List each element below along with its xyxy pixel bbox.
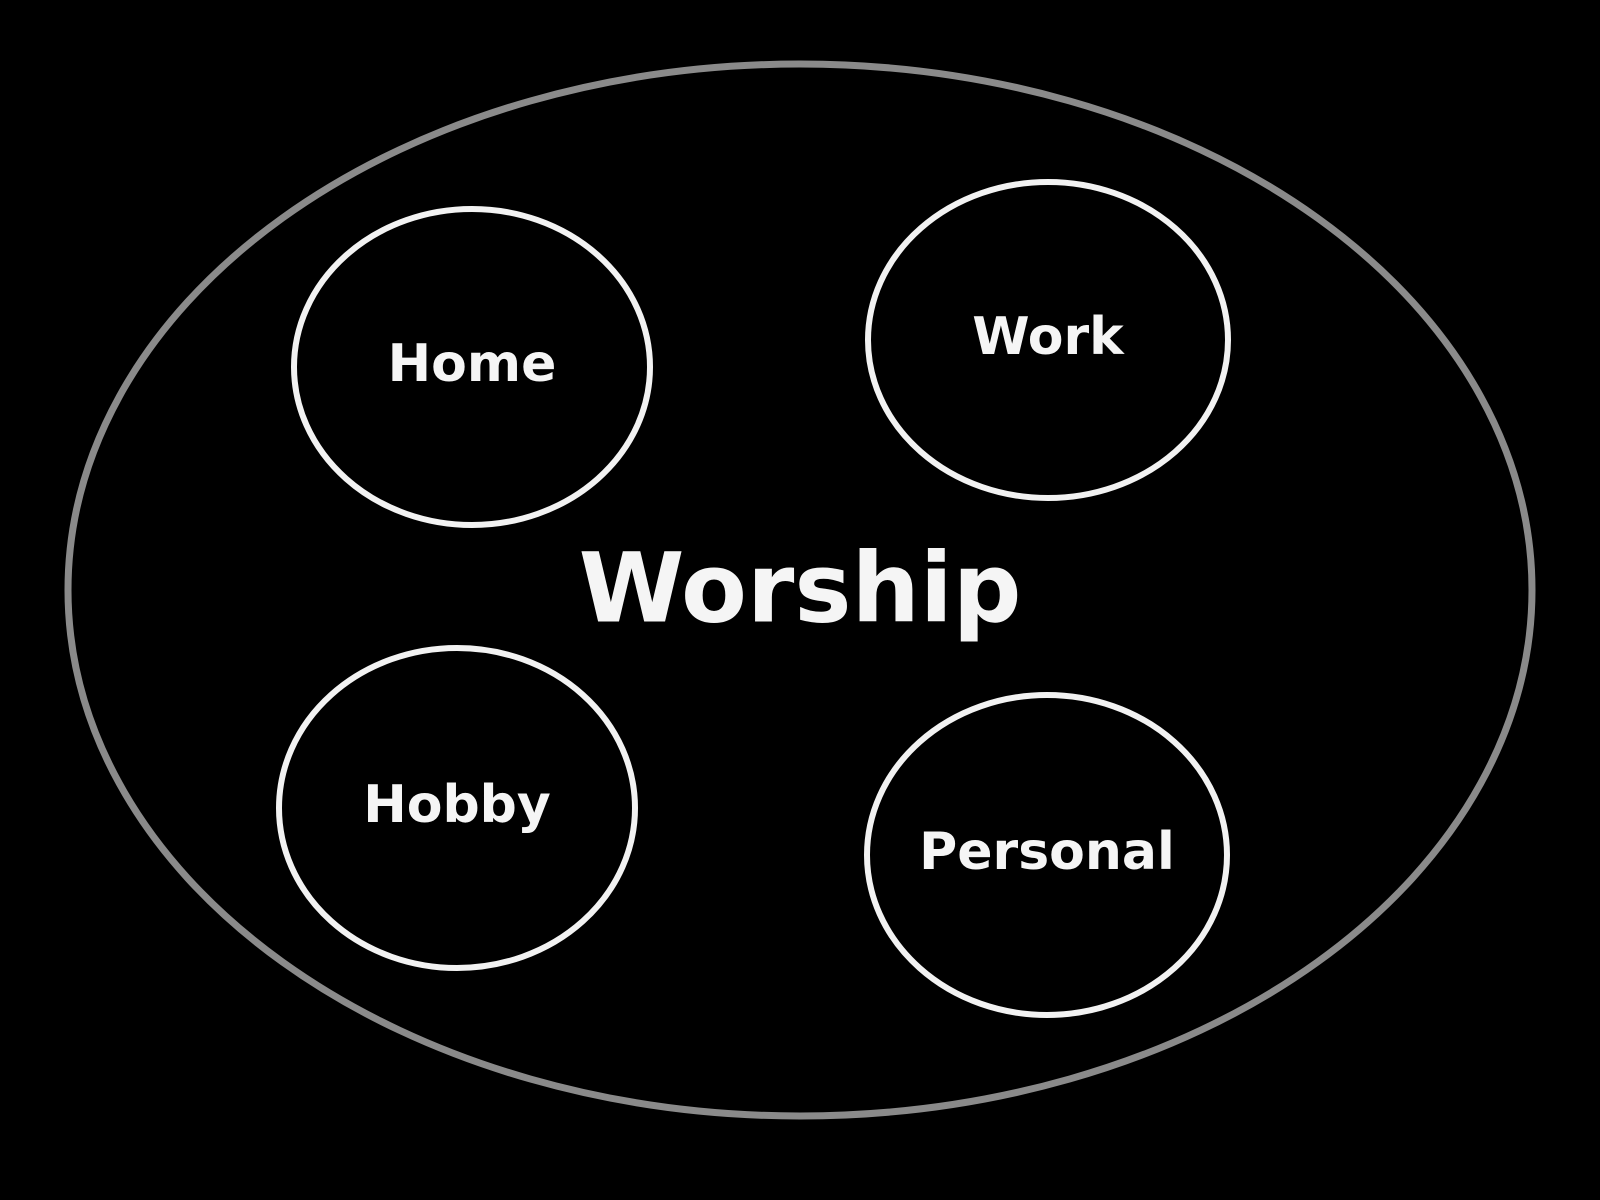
circle-home xyxy=(291,206,653,528)
circle-work xyxy=(865,179,1231,501)
node-label-hobby: Hobby xyxy=(363,775,551,835)
node-label-personal: Personal xyxy=(919,822,1175,882)
node-label-work: Work xyxy=(972,307,1125,367)
outer-ellipse xyxy=(64,60,1536,1120)
circle-personal xyxy=(864,692,1230,1018)
node-label-home: Home xyxy=(388,334,557,394)
circle-hobby xyxy=(276,645,638,971)
center-label: Worship xyxy=(579,532,1022,644)
